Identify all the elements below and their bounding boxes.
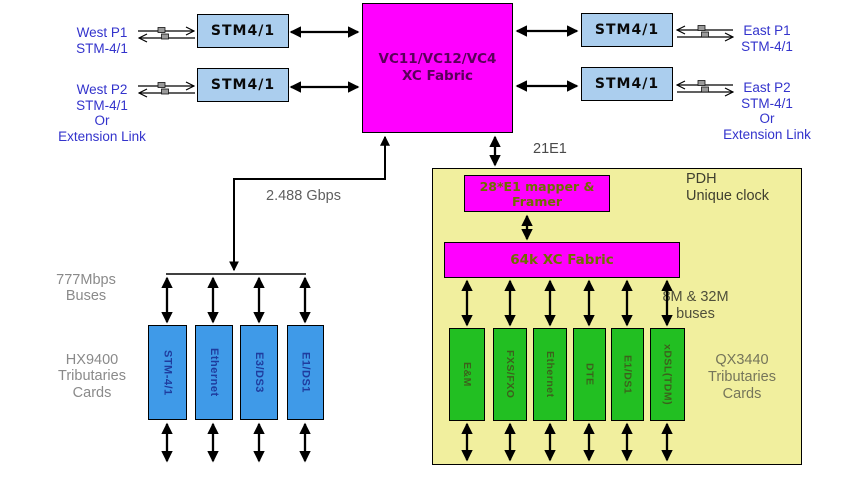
west-p1-port-label: West P1 STM-4/1 xyxy=(76,25,128,56)
hx-card-ethernet-label: Ethernet xyxy=(208,348,220,397)
e1-mapper-framer-box: 28*E1 mapper & Framer xyxy=(464,175,610,212)
hx-card-e1ds1-label: E1/DS1 xyxy=(299,352,312,393)
west-p2-port-label: West P2 STM-4/1 Or Extension Link xyxy=(58,82,146,144)
buses-777-label: 777Mbps Buses xyxy=(56,272,116,305)
stm-module-east2: STM4/1 xyxy=(581,67,673,101)
hx-card-e3ds3-label: E3/DS3 xyxy=(253,352,265,393)
hx-card-e3ds3: E3/DS3 xyxy=(240,325,278,420)
qx-card-e1ds1-label: E1/DS1 xyxy=(621,354,634,395)
xc-64k-fabric-box: 64k XC Fabric xyxy=(444,242,680,278)
pdh-clock-label: PDH Unique clock xyxy=(686,171,770,205)
stm-module-west1: STM4/1 xyxy=(197,14,289,48)
hx-card-bus-arrows xyxy=(161,276,311,463)
buses-8m-32m-label: 8M & 32M buses xyxy=(662,289,729,323)
hx-card-stm41: STM-4/1 xyxy=(148,325,187,420)
hx-card-stm41-label: STM-4/1 xyxy=(161,349,174,396)
qx-card-ethernet: Ethernet xyxy=(533,328,567,421)
qx-card-e1ds1: E1/DS1 xyxy=(611,328,644,421)
hx-card-e1ds1: E1/DS1 xyxy=(287,325,324,420)
e1-link-label: 21E1 xyxy=(533,141,567,157)
east-p2-port-label: East P2 STM-4/1 Or Extension Link xyxy=(723,80,811,142)
stm-module-west2: STM4/1 xyxy=(197,68,289,102)
qx-card-ethernet-label: Ethernet xyxy=(544,351,556,398)
qx-card-em: E&M xyxy=(449,328,485,421)
vc-xc-fabric-box: VC11/VC12/VC4 XC Fabric xyxy=(362,3,513,133)
east-p1-port-label: East P1 STM-4/1 xyxy=(741,23,793,54)
qx3440-caption: QX3440 Tributaries Cards xyxy=(708,352,776,403)
stm-module-east1: STM4/1 xyxy=(581,13,673,47)
qx-card-em-label: E&M xyxy=(461,362,473,387)
qx-card-dte-label: DTE xyxy=(583,363,596,386)
qx-card-fxsfxo: FXS/FXO xyxy=(493,328,527,421)
hx9400-caption: HX9400 Tributaries Cards xyxy=(58,352,126,401)
qx-card-dte: DTE xyxy=(573,328,606,421)
qx-card-xdsl: xDSL(TDM) xyxy=(650,328,685,421)
gbps-link-label: 2.488 Gbps xyxy=(266,188,341,204)
qx-card-fxsfxo-label: FXS/FXO xyxy=(504,350,516,399)
hx-card-ethernet: Ethernet xyxy=(195,325,233,420)
qx-card-xdsl-label: xDSL(TDM) xyxy=(661,343,674,406)
